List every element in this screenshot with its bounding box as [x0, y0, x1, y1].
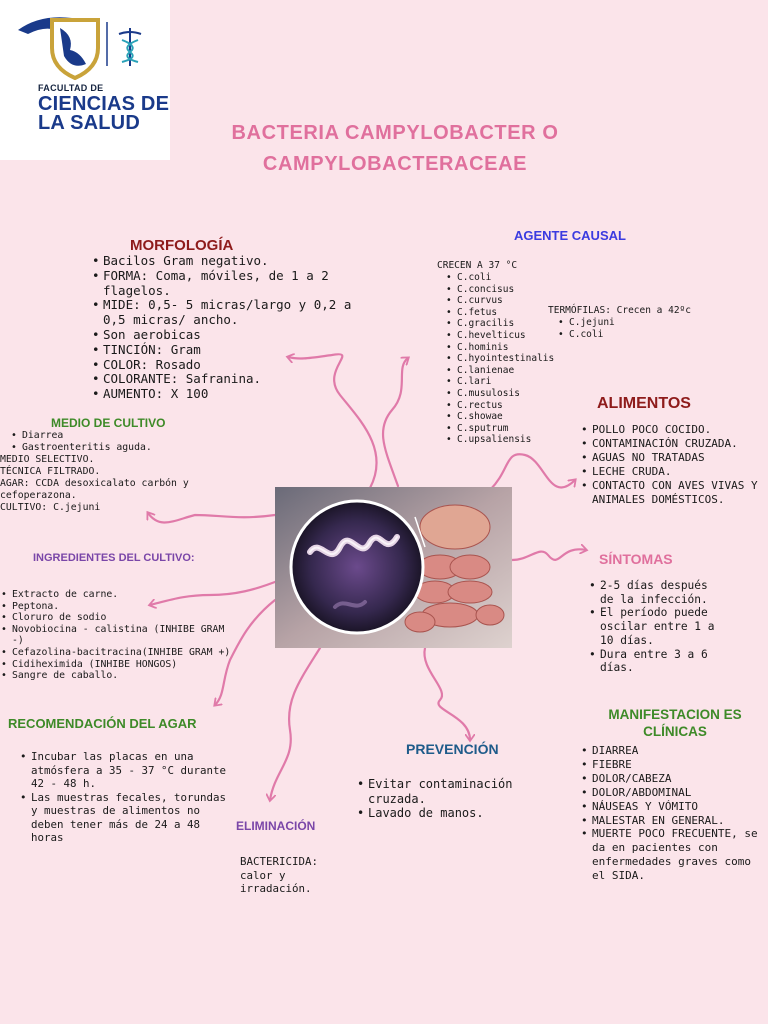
list-item: C.fetus: [446, 307, 554, 319]
list-item: C.rectus: [446, 400, 554, 412]
list-item: C.curvus: [446, 295, 554, 307]
medio-cultivo-list: Diarrea Gastroenteritis aguda.: [11, 430, 152, 454]
list-item: C.hyointestinalis: [446, 353, 554, 365]
list-item: Cloruro de sodio: [1, 612, 232, 624]
sintomas-heading: SÍNTOMAS: [599, 551, 673, 567]
manifestaciones-heading: MANIFESTACION ES CLÍNICAS: [608, 707, 742, 739]
agente-causal-heading: AGENTE CAUSAL: [514, 228, 626, 243]
list-item: Peptona.: [1, 601, 232, 613]
logo-title-line-1: CIENCIAS DE: [38, 93, 170, 115]
recomendacion-list: Incubar las placas en una atmósfera a 35…: [20, 750, 231, 845]
list-item: C.jejuni: [558, 317, 615, 329]
eliminacion-heading: ELIMINACIÓN: [236, 819, 316, 833]
list-item: C.hevelticus: [446, 330, 554, 342]
medio-cultivo-details: MEDIO SELECTIVO. TÉCNICA FILTRADO. AGAR:…: [0, 454, 235, 514]
page-title: BACTERIA CAMPYLOBACTER O CAMPYLOBACTERAC…: [170, 118, 620, 180]
faculty-logo-icon: [18, 17, 142, 81]
list-item: CONTAMINACIÓN CRUZADA.: [581, 437, 768, 451]
arrow-eliminacion: [270, 646, 322, 800]
list-item: MUERTE POCO FRECUENTE, se da en paciente…: [581, 827, 768, 883]
arrow-alimentos: [488, 453, 575, 492]
list-item: El período puede oscilar entre 1 a 10 dí…: [589, 606, 720, 647]
list-item: Cefazolina-bacitracina(INHIBE GRAM +): [1, 647, 232, 659]
list-item: Cidiheximida (INHIBE HONGOS): [1, 659, 232, 671]
list-item: COLOR: Rosado: [92, 357, 373, 373]
arrow-medio-cultivo: [148, 513, 277, 524]
page-title-line-2: CAMPYLOBACTERACEAE: [262, 153, 528, 175]
arrow-agente-causal: [381, 358, 408, 488]
list-item: Bacilos Gram negativo.: [92, 253, 373, 269]
termofilas-label: TERMÓFILAS: Crecen a 42ºc: [548, 305, 691, 316]
sintomas-list: 2-5 días después de la infección. El per…: [589, 579, 720, 675]
list-item: MALESTAR EN GENERAL.: [581, 814, 768, 828]
arrow-prevencion: [423, 646, 470, 740]
list-item: C.musulosis: [446, 388, 554, 400]
list-item: 2-5 días después de la infección.: [589, 579, 720, 606]
campylobacter-illustration: [275, 487, 512, 648]
medio-cultivo-heading: MEDIO DE CULTIVO: [51, 416, 166, 430]
list-item: C.coli: [558, 329, 615, 341]
list-item: AUMENTO: X 100: [92, 386, 373, 402]
list-item: Evitar contaminación cruzada.: [357, 777, 568, 806]
manifestaciones-list: DIARREA FIEBRE DOLOR/CABEZA DOLOR/ABDOMI…: [581, 744, 768, 883]
list-item: DOLOR/CABEZA: [581, 772, 768, 786]
morfologia-heading: MORFOLOGÍA: [130, 237, 234, 254]
alimentos-heading: ALIMENTOS: [597, 395, 691, 412]
detail-line: MEDIO SELECTIVO.: [0, 454, 95, 465]
list-item: FORMA: Coma, móviles, de 1 a 2 flagelos.: [92, 268, 373, 299]
list-item: Las muestras fecales, torundas y muestra…: [20, 791, 231, 845]
logo-title-line-2: LA SALUD: [38, 112, 140, 134]
logo-subtitle: FACULTAD DE: [38, 83, 104, 93]
detail-line: AGAR: CCDA desoxicalato carbón y cefoper…: [0, 477, 189, 501]
ingredientes-heading: INGREDIENTES DEL CULTIVO:: [33, 552, 195, 564]
detail-line: CULTIVO: C.jejuni: [0, 501, 101, 513]
list-item: NÁUSEAS Y VÓMITO: [581, 800, 768, 814]
crecen-label: CRECEN A 37 °C: [437, 260, 518, 271]
detail-line: TÉCNICA FILTRADO.: [0, 465, 101, 477]
list-item: DOLOR/ABDOMINAL: [581, 786, 768, 800]
list-item: AGUAS NO TRATADAS: [581, 451, 768, 465]
list-item: C.lanienae: [446, 365, 554, 377]
list-item: C.gracilis: [446, 318, 554, 330]
list-item: COLORANTE: Safranina.: [92, 372, 373, 387]
list-item: Gastroenteritis aguda.: [11, 442, 152, 454]
morfologia-list: Bacilos Gram negativo. FORMA: Coma, móvi…: [92, 253, 373, 402]
ingredientes-list: Extracto de carne. Peptona. Cloruro de s…: [1, 589, 232, 682]
list-item: Incubar las placas en una atmósfera a 35…: [20, 750, 231, 791]
list-item: POLLO POCO COCIDO.: [581, 423, 768, 437]
prevencion-heading: PREVENCIÓN: [406, 741, 499, 757]
list-item: FIEBRE: [581, 758, 768, 772]
list-item: C.coli: [446, 272, 554, 284]
list-item: CONTACTO CON AVES VIVAS Y ANIMALES DOMÉS…: [581, 479, 768, 507]
list-item: Sangre de caballo.: [1, 670, 232, 682]
list-item: TINCIÓN: Gram: [92, 342, 373, 358]
list-item: MIDE: 0,5- 5 micras/largo y 0,2 a 0,5 mi…: [92, 298, 373, 328]
bacteria-intestine-image: [275, 487, 512, 648]
list-item: Novobiocina - calistina (INHIBE GRAM -): [1, 624, 232, 647]
crecen-species-list: C.coli C.concisus C.curvus C.fetus C.gra…: [446, 272, 554, 446]
list-item: C.sputrum: [446, 423, 554, 435]
list-item: C.hominis: [446, 342, 554, 354]
list-item: C.showae: [446, 411, 554, 423]
arrow-sintomas: [510, 549, 586, 562]
list-item: C.upsaliensis: [446, 434, 554, 446]
termofilas-list: C.jejuni C.coli: [558, 317, 615, 341]
list-item: LECHE CRUDA.: [581, 465, 768, 479]
page-title-line-1: BACTERIA CAMPYLOBACTER O: [231, 122, 559, 144]
list-item: C.concisus: [446, 284, 554, 296]
list-item: Lavado de manos.: [357, 806, 568, 821]
recomendacion-heading: RECOMENDACIÓN DEL AGAR: [8, 716, 197, 731]
prevencion-list: Evitar contaminación cruzada. Lavado de …: [357, 777, 568, 821]
list-item: Extracto de carne.: [1, 589, 232, 601]
list-item: Dura entre 3 a 6 días.: [589, 648, 720, 675]
list-item: Diarrea: [11, 430, 152, 442]
list-item: Son aerobicas: [92, 327, 373, 343]
list-item: DIARREA: [581, 744, 768, 758]
logo-box: FACULTAD DE CIENCIAS DE LA SALUD: [0, 0, 170, 160]
list-item: C.lari: [446, 376, 554, 388]
eliminacion-text: BACTERICIDA: calor y irradación.: [240, 855, 319, 896]
alimentos-list: POLLO POCO COCIDO. CONTAMINACIÓN CRUZADA…: [581, 423, 768, 507]
